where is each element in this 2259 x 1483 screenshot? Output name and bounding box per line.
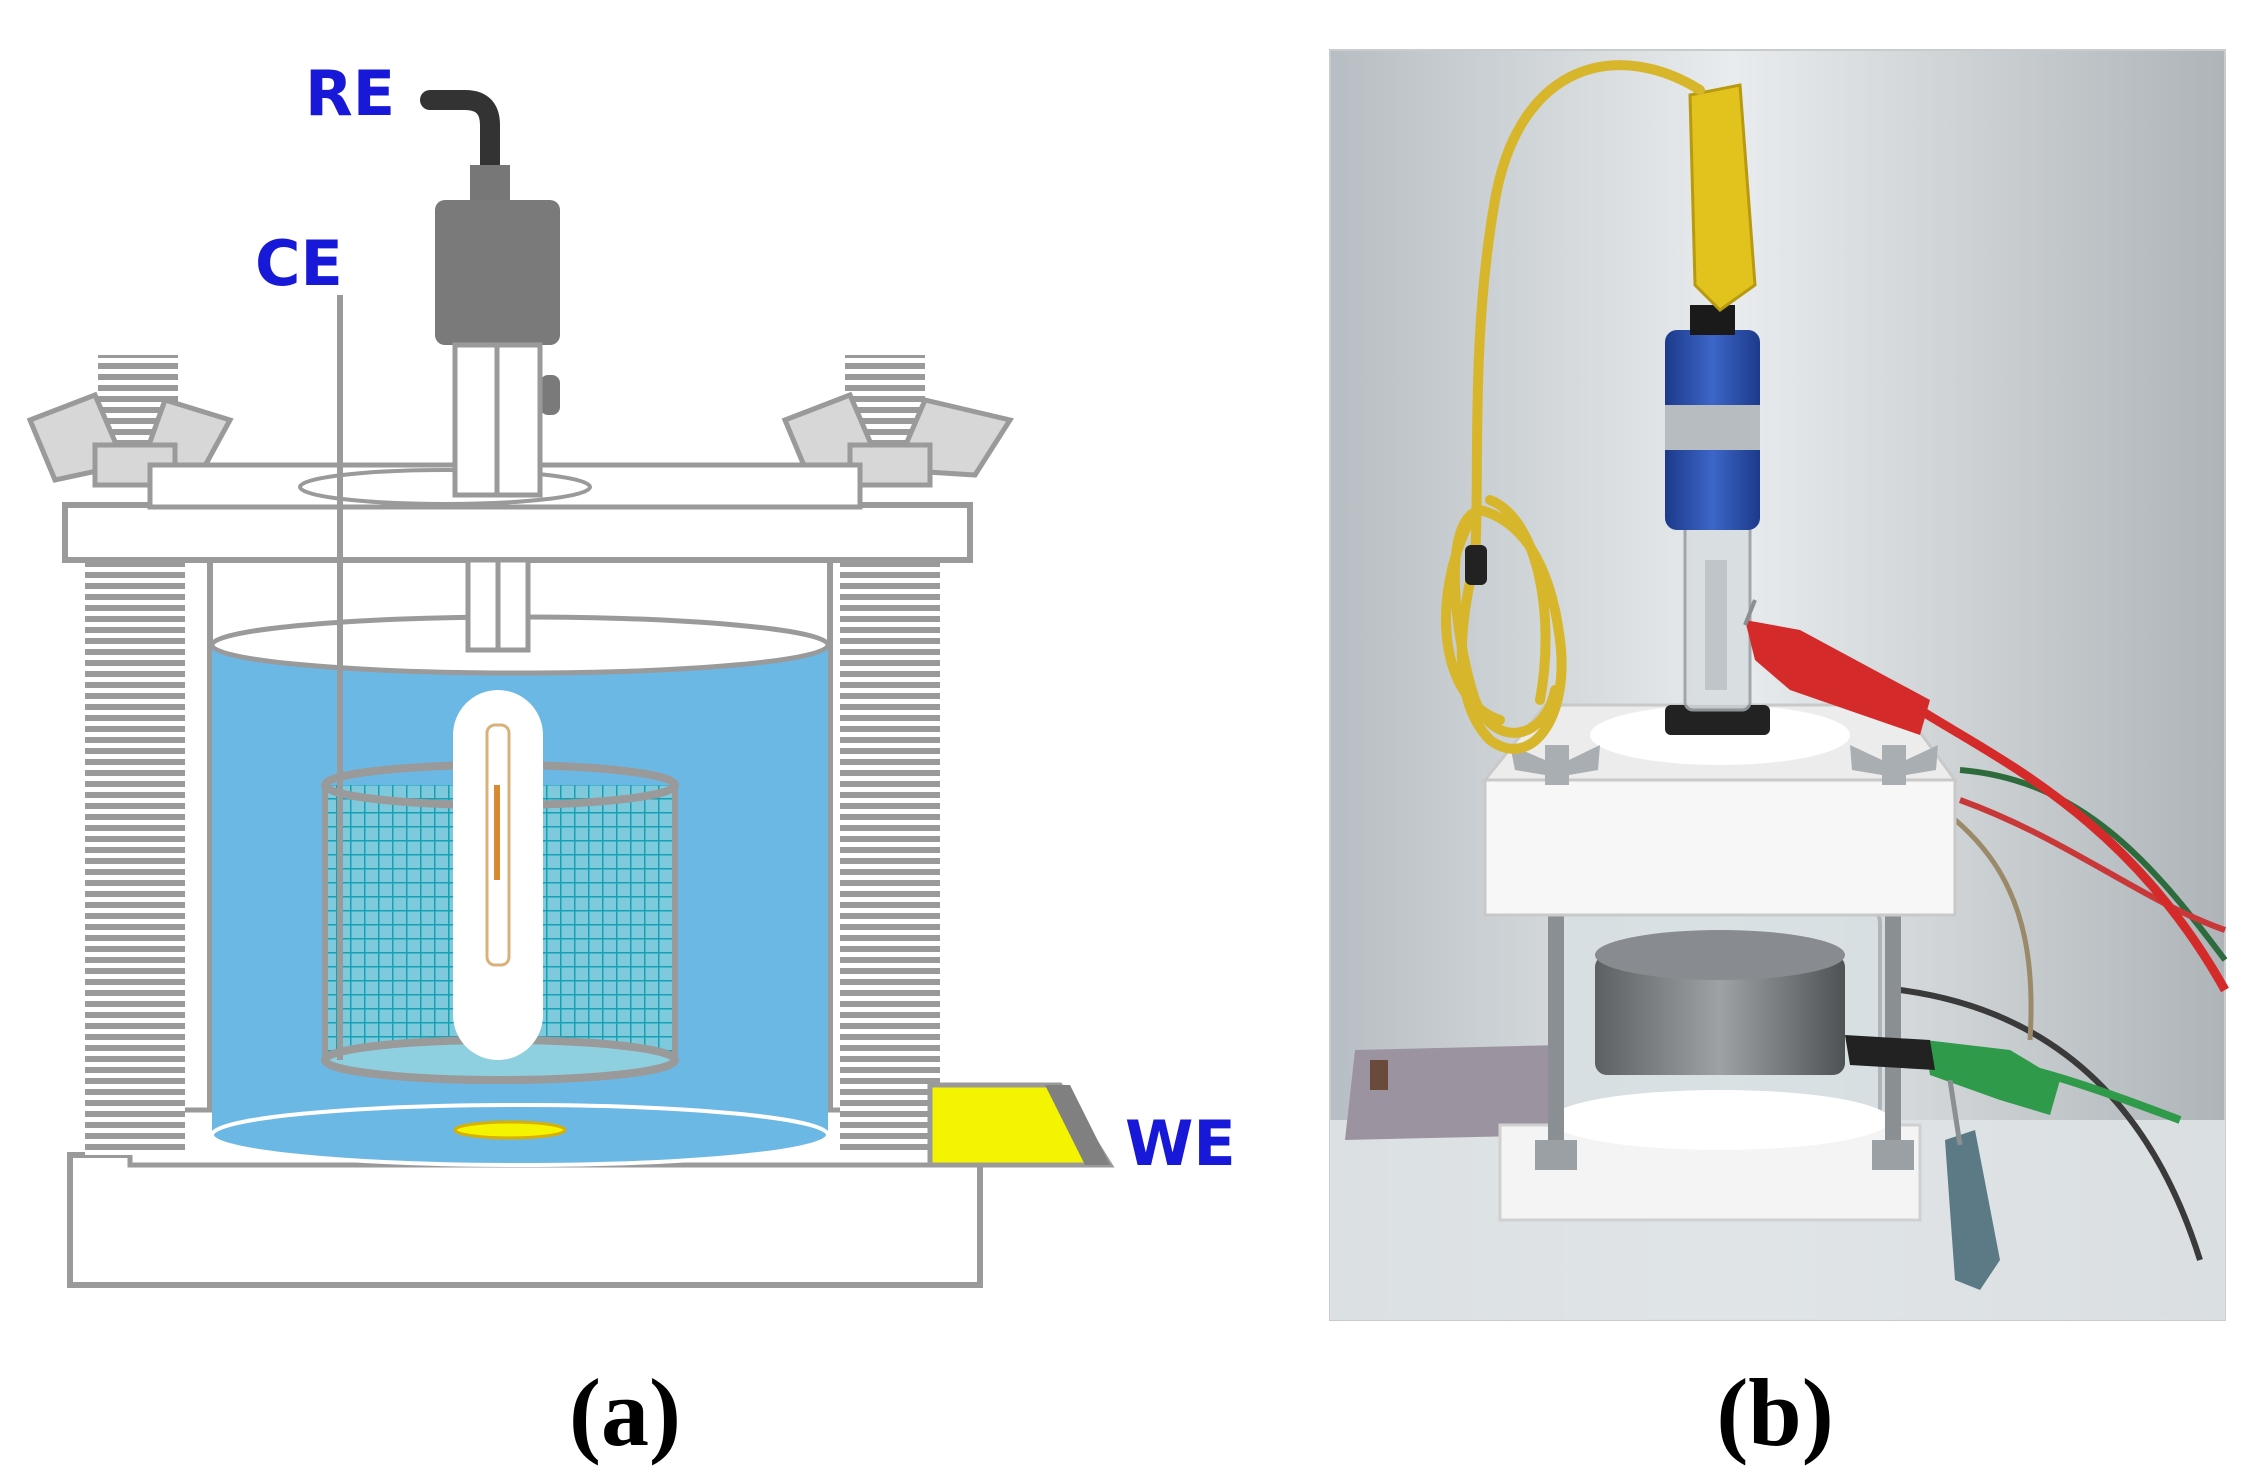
re-cap-base	[1665, 705, 1770, 735]
steel-ring	[1595, 955, 1845, 1075]
wing-nut-right	[781, 391, 1014, 488]
photo-wing-nut-right	[1850, 745, 1938, 785]
re-connector	[470, 165, 510, 205]
black-clip	[1845, 1035, 1935, 1070]
wing-nut-left	[26, 391, 234, 488]
we-label: WE	[1125, 1107, 1236, 1180]
re-knob	[540, 375, 560, 415]
caption-b: (b)	[1716, 1359, 1833, 1466]
re-head	[435, 200, 560, 345]
yellow-cable	[1441, 60, 1705, 754]
re-cable	[420, 90, 500, 185]
lid-plate	[62, 502, 973, 563]
threaded-rod-left	[85, 530, 185, 1155]
re-yellow-plug	[1690, 305, 1735, 335]
re-label: RE	[305, 57, 395, 130]
threaded-rod-right	[840, 530, 940, 1155]
yellow-connector	[1688, 83, 1757, 312]
base-plate	[67, 1152, 983, 1288]
photo-panel: (b)	[1329, 49, 2229, 1466]
sample-plate	[1345, 1045, 1560, 1140]
ce-label: CE	[255, 227, 343, 300]
red-clip	[1745, 620, 1930, 735]
caption-a: (a)	[569, 1359, 681, 1466]
working-electrode-disc	[453, 1120, 567, 1140]
lid-port	[298, 468, 592, 506]
green-clip	[1925, 1040, 2060, 1115]
schematic-panel: RE CE WE (a)	[26, 57, 1236, 1466]
dark-clip	[1945, 1130, 2000, 1290]
top-block	[1483, 778, 1957, 917]
red-cable	[1917, 706, 2229, 993]
